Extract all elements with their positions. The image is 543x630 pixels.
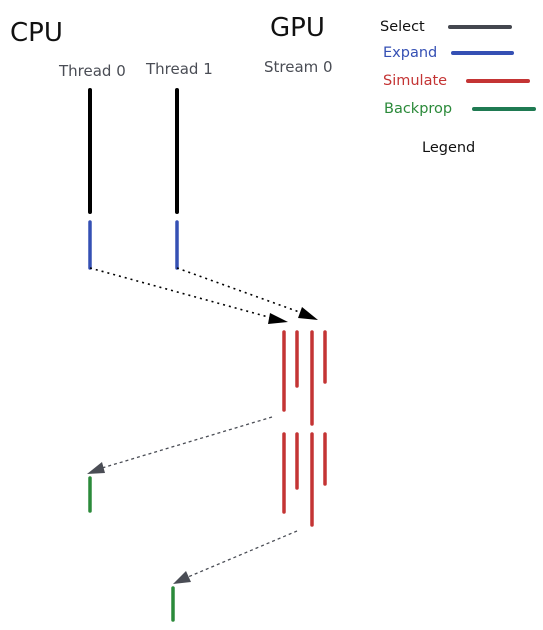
simulate-batch-2: [282, 432, 327, 527]
arrow-head-2: [298, 307, 318, 320]
simulate-batch-1: [282, 330, 327, 426]
legend-label-simulate: Simulate: [383, 73, 448, 89]
expand-to-simulate-arrow-1: [89, 267, 273, 319]
expand-to-simulate-arrow-2: [176, 267, 303, 314]
legend-title: Legend: [422, 140, 476, 156]
legend-label-backprop: Backprop: [384, 101, 453, 117]
simulate-to-backprop-arrow-2: [187, 530, 298, 578]
stream0-label: Stream 0: [264, 58, 333, 76]
cpu-heading: CPU: [10, 18, 63, 48]
legend-label-select: Select: [380, 19, 425, 35]
gpu-heading: GPU: [270, 13, 325, 43]
legend-label-expand: Expand: [383, 45, 438, 61]
thread1-label: Thread 1: [146, 60, 213, 78]
arrow-head-4: [173, 571, 191, 584]
simulate-to-backprop-arrow-1: [101, 416, 273, 469]
arrow-head-1: [268, 313, 288, 324]
thread0-label: Thread 0: [59, 62, 126, 80]
arrow-head-3: [87, 462, 105, 474]
